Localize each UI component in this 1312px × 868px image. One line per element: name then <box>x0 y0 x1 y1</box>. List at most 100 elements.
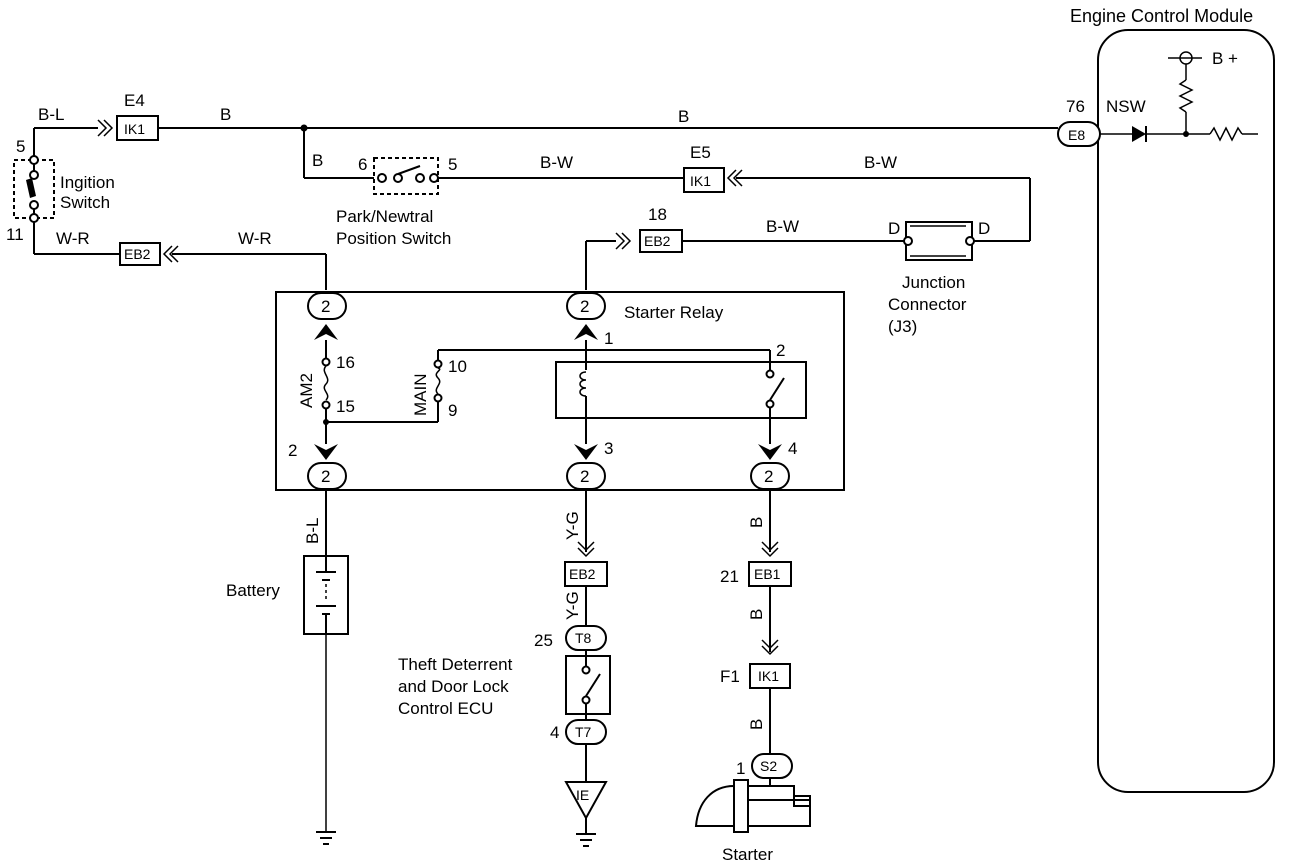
starter-label: Starter <box>722 845 773 864</box>
connector-eb2-left <box>119 242 161 266</box>
pin-relay-left-2: 2 <box>288 441 297 460</box>
main-label: MAIN <box>411 374 430 417</box>
connector-eb1 <box>748 561 792 587</box>
connector-eb2-mid <box>564 561 608 587</box>
connector-s2-label: S2 <box>760 758 777 774</box>
chevron-down-right <box>758 444 782 460</box>
pin-main-10: 10 <box>448 357 467 376</box>
ecm-title: Engine Control Module <box>1070 6 1253 26</box>
ignition-switch <box>13 155 55 223</box>
theft-ecu-label-2: and Door Lock <box>398 677 509 696</box>
chevron-down-left <box>314 444 338 460</box>
connector-e8 <box>1057 121 1101 147</box>
wire-label-b-branch: B <box>312 151 323 170</box>
connector-e4-label: IK1 <box>124 121 145 137</box>
ignition-switch-label-2: Switch <box>60 193 110 212</box>
wire-label-b-3: B <box>747 517 766 528</box>
pullup-resistor <box>1178 79 1194 113</box>
chevron-up-left <box>314 324 338 340</box>
theft-ecu-label-1: Theft Deterrent <box>398 655 513 674</box>
relay-connector-bottom-mid-label: 2 <box>580 467 589 486</box>
pin-eb2-18: 18 <box>648 205 667 224</box>
connector-t8-label: T8 <box>575 630 592 646</box>
starter-relay-box <box>275 291 845 491</box>
pin-e4: E4 <box>124 91 145 110</box>
pin-pnp-6: 6 <box>358 155 367 174</box>
j3-label-3: (J3) <box>888 317 917 336</box>
j3-label-1: Junction <box>902 273 965 292</box>
ignition-switch-label-1: Ingition <box>60 173 115 192</box>
am2-fuse <box>323 365 329 401</box>
pin-f1: F1 <box>720 667 740 686</box>
relay-connector-bottom-left-label: 2 <box>321 467 330 486</box>
pin-j3-d-right: D <box>978 219 990 238</box>
input-resistor <box>1209 126 1243 142</box>
bplus-label: B + <box>1212 49 1238 68</box>
ground-ie-label: IE <box>576 787 589 803</box>
wire-label-wr-right: W-R <box>238 229 272 248</box>
pin-t8-25: 25 <box>534 631 553 650</box>
connector-e4 <box>116 115 159 141</box>
wire-label-wr-left: W-R <box>56 229 90 248</box>
relay-coil <box>579 371 587 397</box>
pin-e5: E5 <box>690 143 711 162</box>
main-fuse <box>435 367 441 395</box>
wire-label-bl-top: B-L <box>38 105 64 124</box>
pin-76: 76 <box>1066 97 1085 116</box>
relay-contact <box>769 377 785 401</box>
wire-label-b-2: B <box>678 107 689 126</box>
diode <box>1132 126 1146 142</box>
wire-label-b-5: B <box>747 719 766 730</box>
battery-label: Battery <box>226 581 280 600</box>
wire-label-bw-3: B-W <box>766 217 799 236</box>
wire-label-bw-1: B-W <box>540 153 573 172</box>
pin-am2-16: 16 <box>336 353 355 372</box>
wire-label-yg-2: Y-G <box>563 591 582 620</box>
ground-icon <box>576 833 596 847</box>
pin-am2-15: 15 <box>336 397 355 416</box>
pnp-label-1: Park/Newtral <box>336 207 433 226</box>
pin-ign-11: 11 <box>6 225 24 244</box>
relay-connector-top-left-label: 2 <box>321 297 330 316</box>
connector-eb2-top-label: EB2 <box>644 233 671 249</box>
relay-connector-top-left <box>307 292 347 320</box>
wire-label-b-1: B <box>220 105 231 124</box>
pin-relay-1: 1 <box>604 329 613 348</box>
starter-motor-icon <box>694 779 811 833</box>
ground-ie <box>564 781 608 821</box>
theft-deterrent-ecu <box>565 650 611 720</box>
pin-relay-2: 2 <box>776 341 785 360</box>
junction-connector-j3 <box>903 221 975 261</box>
chevron-down-mid <box>574 444 598 460</box>
pin-eb1-21: 21 <box>720 567 739 586</box>
wire-label-bl-battery: B-L <box>303 518 322 544</box>
connector-t7-label: T7 <box>575 724 592 740</box>
relay-connector-bottom-right-label: 2 <box>764 467 773 486</box>
connector-eb1-label: EB1 <box>754 566 781 582</box>
am2-label: AM2 <box>297 373 316 408</box>
engine-control-module: Engine Control Module B + NSW <box>1070 6 1275 793</box>
pin-ign-5: 5 <box>16 137 25 156</box>
pnp-label-2: Position Switch <box>336 229 451 248</box>
pin-main-9: 9 <box>448 401 457 420</box>
starter-relay-label: Starter Relay <box>624 303 724 322</box>
wire-label-bw-2: B-W <box>864 153 897 172</box>
connector-e5 <box>683 167 725 193</box>
pin-j3-d-left: D <box>888 219 900 238</box>
wire-label-yg-1: Y-G <box>563 511 582 540</box>
wire-label-b-4: B <box>747 609 766 620</box>
connector-f1-label: IK1 <box>758 668 779 684</box>
connector-e8-label: E8 <box>1068 127 1085 143</box>
chevron-up-mid <box>574 324 598 340</box>
connector-eb2-left-label: EB2 <box>124 246 151 262</box>
relay-coil-box <box>555 361 807 419</box>
relay-connector-top-mid <box>566 292 606 320</box>
pin-relay-4: 4 <box>788 439 797 458</box>
pin-s2-1: 1 <box>736 759 745 778</box>
pin-relay-3: 3 <box>604 439 613 458</box>
pin-pnp-5: 5 <box>448 155 457 174</box>
relay-connector-top-mid-label: 2 <box>580 297 589 316</box>
connector-s2 <box>751 753 793 779</box>
battery <box>303 555 349 635</box>
